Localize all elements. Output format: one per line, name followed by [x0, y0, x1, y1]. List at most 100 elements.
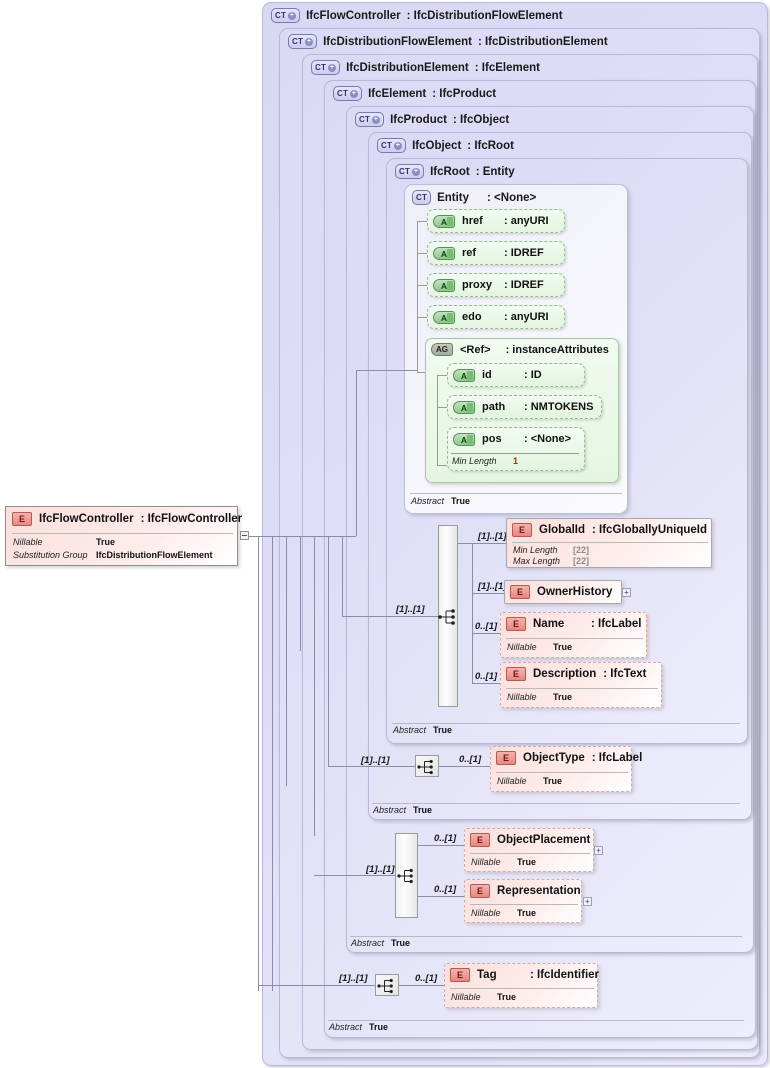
connector-ifcroot-occ [342, 616, 438, 617]
attribute-name: id [482, 369, 492, 381]
sequence-compositor-ifcproduct[interactable] [395, 833, 418, 918]
panel-header-ifcproduct: CT+ IfcProduct : IfcObject [355, 112, 509, 127]
element-name-box[interactable]: E Name : IfcLabel Nillable True [500, 612, 647, 658]
facet-substitution-group-root-value: IfcDistributionFlowElement [96, 550, 213, 560]
expand-toggle-ownerhistory[interactable]: + [622, 588, 631, 597]
element-name: Tag [477, 969, 497, 981]
connector-ifcroot-globalid [458, 543, 506, 544]
element-ownerhistory[interactable]: E OwnerHistory [504, 580, 622, 604]
element-badge-icon: E [506, 667, 526, 681]
expand-toggle-objectplacement[interactable]: + [594, 846, 603, 855]
attribute-proxy[interactable]: A proxy : IDREF [427, 273, 565, 297]
facet-nillable-name: Nillable [507, 642, 537, 652]
connector-ifcelement-occ [258, 985, 375, 986]
connector-entity-trunk [417, 221, 418, 373]
attribute-badge-icon: A [453, 368, 475, 382]
panel-type: : IfcDistributionElement [477, 35, 608, 48]
connector-to-entity [356, 370, 357, 536]
connector-objectplacement [418, 845, 464, 846]
element-header: E GlobalId : IfcGloballyUniqueId [512, 523, 707, 537]
panel-header-ifcobject: CT+ IfcObject : IfcRoot [377, 138, 514, 153]
facet-nillable-representation: Nillable [471, 908, 501, 918]
facet-min-length-globalid-value: [22] [573, 545, 590, 555]
complextype-badge-icon: CT+ [333, 86, 363, 101]
collapse-toggle-root[interactable] [240, 531, 249, 540]
occurrence-ownerhistory: [1]..[1] [478, 581, 507, 592]
element-header: E Tag : IfcIdentifier [450, 968, 599, 982]
panel-type: : IfcElement [474, 61, 540, 74]
connector-ifcroot-fan [472, 543, 473, 683]
occurrence-representation: 0..[1] [434, 884, 457, 895]
facet-nillable-name-value: True [553, 642, 573, 652]
attribute-badge-icon: A [433, 310, 455, 324]
attribute-edo[interactable]: A edo : anyURI [427, 305, 565, 329]
connector-representation [418, 896, 464, 897]
facet-nillable-representation-value: True [517, 908, 537, 918]
connector-tag [399, 985, 444, 986]
complextype-badge-icon: CT [412, 190, 432, 205]
occurrence-name: 0..[1] [475, 621, 498, 632]
element-globalid[interactable]: E GlobalId : IfcGloballyUniqueId Min Len… [506, 518, 712, 568]
element-header: E Representation [470, 884, 581, 898]
connector-ifcobject-occ [328, 766, 415, 767]
divider [12, 533, 233, 534]
root-element-header: E IfcFlowController : IfcFlowController [12, 512, 242, 526]
panel-type: : IfcProduct [432, 87, 497, 100]
attributegroup-badge-icon: AG [431, 343, 453, 356]
element-type: : IfcIdentifier [530, 969, 600, 981]
element-description[interactable]: E Description : IfcText Nillable True [500, 662, 662, 708]
expand-toggle-representation[interactable]: + [583, 897, 592, 906]
panel-type: : IfcObject [452, 113, 510, 126]
complextype-badge-icon: CT+ [288, 34, 318, 49]
attribute-badge-icon: A [433, 246, 455, 260]
panel-title: IfcElement [368, 87, 427, 100]
attribute-id[interactable]: A id : ID [447, 363, 585, 387]
connector-entity-href [417, 221, 427, 222]
attribute-href[interactable]: A href : anyURI [427, 209, 565, 233]
attribute-pos[interactable]: A pos : <None> [447, 427, 585, 471]
attribute-name: ref [462, 247, 477, 259]
facet-substitution-group-root: Substitution Group [13, 550, 88, 560]
element-name: Representation [497, 885, 581, 897]
connector-entity-in [356, 370, 417, 371]
sequence-compositor-ifcelement[interactable] [375, 974, 399, 996]
element-badge-icon: E [470, 884, 490, 898]
element-tag[interactable]: E Tag : IfcIdentifier Nillable True [444, 963, 599, 1008]
panel-title: IfcDistributionElement [346, 61, 469, 74]
divider [451, 453, 579, 454]
attribute-type: : IDREF [504, 247, 544, 259]
complextype-badge-icon: CT+ [395, 164, 425, 179]
root-element-ifcflowcontroller[interactable]: E IfcFlowController : IfcFlowController … [5, 506, 242, 566]
element-objectplacement[interactable]: E ObjectPlacement Nillable True [464, 828, 594, 872]
attribute-path[interactable]: A path : NMTOKENS [447, 395, 602, 419]
facet-nillable-description-value: True [553, 692, 573, 702]
attribute-badge-icon: A [433, 278, 455, 292]
divider [328, 1020, 744, 1021]
sequence-compositor-ifcroot[interactable] [438, 525, 458, 707]
divider [350, 936, 742, 937]
attribute-badge-icon: A [433, 214, 455, 228]
connector-hub-top [300, 536, 356, 537]
connector-objecttype [439, 766, 490, 767]
connector-ifcroot-description [472, 683, 512, 684]
facet-nillable-tag: Nillable [451, 992, 481, 1002]
panel-title: Entity [437, 191, 470, 204]
connector-ifcroot-ownerhistory [472, 593, 504, 594]
occurrence-objecttype: 0..[1] [459, 754, 482, 765]
attribute-ref[interactable]: A ref : IDREF [427, 241, 565, 265]
panel-header-ifcroot: CT+ IfcRoot : Entity [395, 164, 515, 179]
sequence-compositor-ifcobject[interactable] [415, 755, 439, 777]
root-element-type: : IfcFlowController [140, 513, 243, 525]
connector-branch-a [258, 536, 286, 537]
element-badge-icon: E [470, 833, 490, 847]
element-representation[interactable]: E Representation Nillable True [464, 879, 582, 923]
divider [506, 688, 658, 689]
element-type: : IfcGloballyUniqueId [592, 524, 708, 536]
element-objecttype[interactable]: E ObjectType : IfcLabel Nillable True [490, 746, 642, 792]
occurrence-tag: 0..[1] [415, 973, 438, 984]
element-name: Description [533, 668, 597, 680]
